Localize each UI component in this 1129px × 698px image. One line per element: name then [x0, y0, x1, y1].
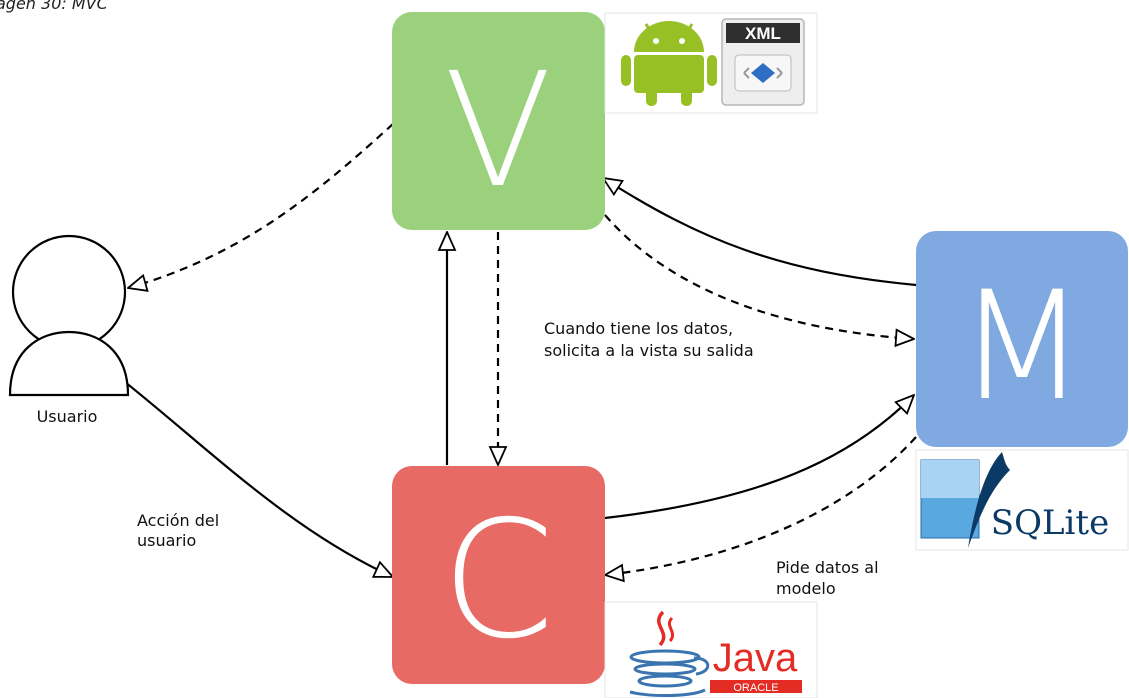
svg-text:solicita a la vista su salida: solicita a la vista su salida [544, 341, 754, 360]
arrow-model-to-controller [605, 436, 917, 575]
model-node: M [916, 231, 1128, 447]
svg-text:Acción del: Acción del [137, 511, 219, 530]
svg-text:XML: XML [745, 24, 781, 43]
android-icon [621, 21, 717, 106]
svg-text:modelo: modelo [776, 579, 836, 598]
controller-node: C [392, 466, 605, 684]
arrow-view-to-user [128, 123, 394, 288]
android-xml-logos: XML [604, 12, 818, 114]
svg-text:Java: Java [713, 636, 798, 680]
svg-text:Cuando tiene los datos,: Cuando tiene los datos, [544, 319, 733, 338]
java-logo: Java ORACLE [604, 601, 818, 698]
arrow-controller-to-model [604, 395, 914, 520]
svg-text:Pide datos al: Pide datos al [776, 558, 879, 577]
label-user-action: Acción del usuario [137, 511, 219, 550]
view-letter: V [444, 39, 552, 223]
label-when-data: Cuando tiene los datos, solicita a la vi… [544, 319, 754, 360]
arrow-model-to-view [603, 178, 917, 287]
svg-text:usuario: usuario [137, 531, 196, 550]
user-actor-icon [8, 234, 130, 397]
model-letter: M [957, 260, 1086, 434]
arrow-view-to-model [604, 214, 914, 339]
sqlite-logo: SQLite [915, 449, 1129, 551]
arrow-user-to-controller [124, 381, 393, 579]
controller-letter: C [441, 487, 554, 675]
figure-caption: agen 30: MVC [0, 0, 108, 13]
xml-file-icon: XML [721, 18, 805, 106]
view-node: V [392, 12, 605, 230]
java-cup-icon [629, 610, 710, 698]
user-label: Usuario [37, 407, 98, 426]
svg-text:SQLite: SQLite [991, 503, 1109, 543]
label-request-data: Pide datos al modelo [776, 558, 879, 598]
svg-text:ORACLE: ORACLE [733, 682, 778, 694]
